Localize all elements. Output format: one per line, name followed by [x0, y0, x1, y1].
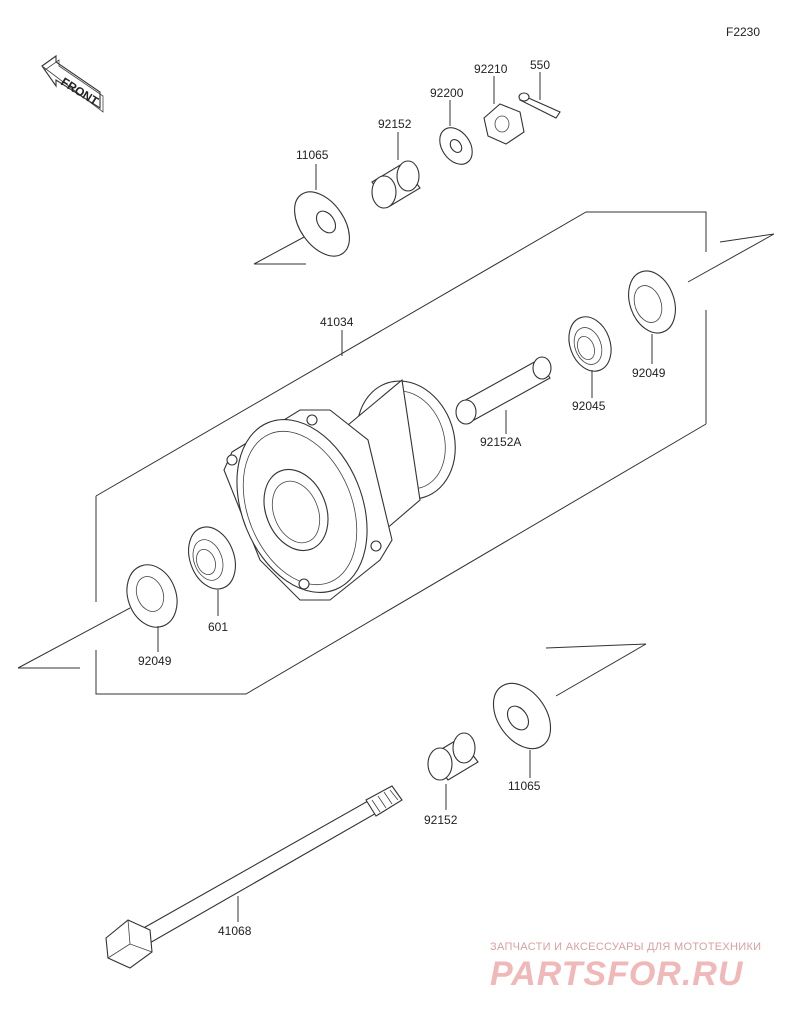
hub-assembly-outline — [17, 211, 775, 697]
part-label: 550 — [530, 58, 550, 72]
part-41034-hub — [223, 378, 456, 601]
part-label: 92049 — [138, 654, 172, 668]
part-label: 92200 — [430, 86, 464, 100]
part-label: 92210 — [474, 62, 508, 76]
part-label: 11065 — [508, 779, 541, 793]
front-arrow-icon: FRONT — [41, 54, 104, 113]
part-label: 92152 — [424, 813, 458, 827]
part-92049-lower-seal — [126, 564, 178, 628]
part-11065-lower-seal — [492, 682, 552, 750]
part-label: 11065 — [296, 148, 329, 162]
part-92049-upper-seal — [628, 270, 676, 334]
part-label: 601 — [208, 620, 228, 634]
part-92152-upper-collar — [371, 160, 421, 209]
part-92045-bearing — [568, 316, 612, 372]
watermark-tagline: ЗАПЧАСТИ И АКСЕССУАРЫ ДЛЯ МОТОТЕХНИКИ — [490, 941, 761, 953]
part-label: 92049 — [632, 366, 666, 380]
part-label: 41068 — [218, 924, 252, 938]
part-92200-washer — [439, 127, 473, 165]
part-92152-lower-collar — [427, 732, 479, 781]
figure-code: F2230 — [726, 25, 760, 39]
part-label: 92152A — [480, 435, 521, 449]
part-label: 41034 — [320, 315, 354, 329]
part-92210-castle-nut — [483, 103, 525, 145]
part-41068-axle — [105, 785, 403, 969]
part-11065-upper-seal — [294, 191, 350, 257]
part-601-bearing — [188, 526, 236, 590]
part-label: 92152 — [378, 117, 412, 131]
watermark-brand: PARTSFOR.RU — [490, 955, 744, 993]
part-label: 92045 — [572, 399, 606, 413]
part-92152a-spacer — [455, 356, 552, 425]
part-550-cotter-pin — [518, 92, 561, 119]
